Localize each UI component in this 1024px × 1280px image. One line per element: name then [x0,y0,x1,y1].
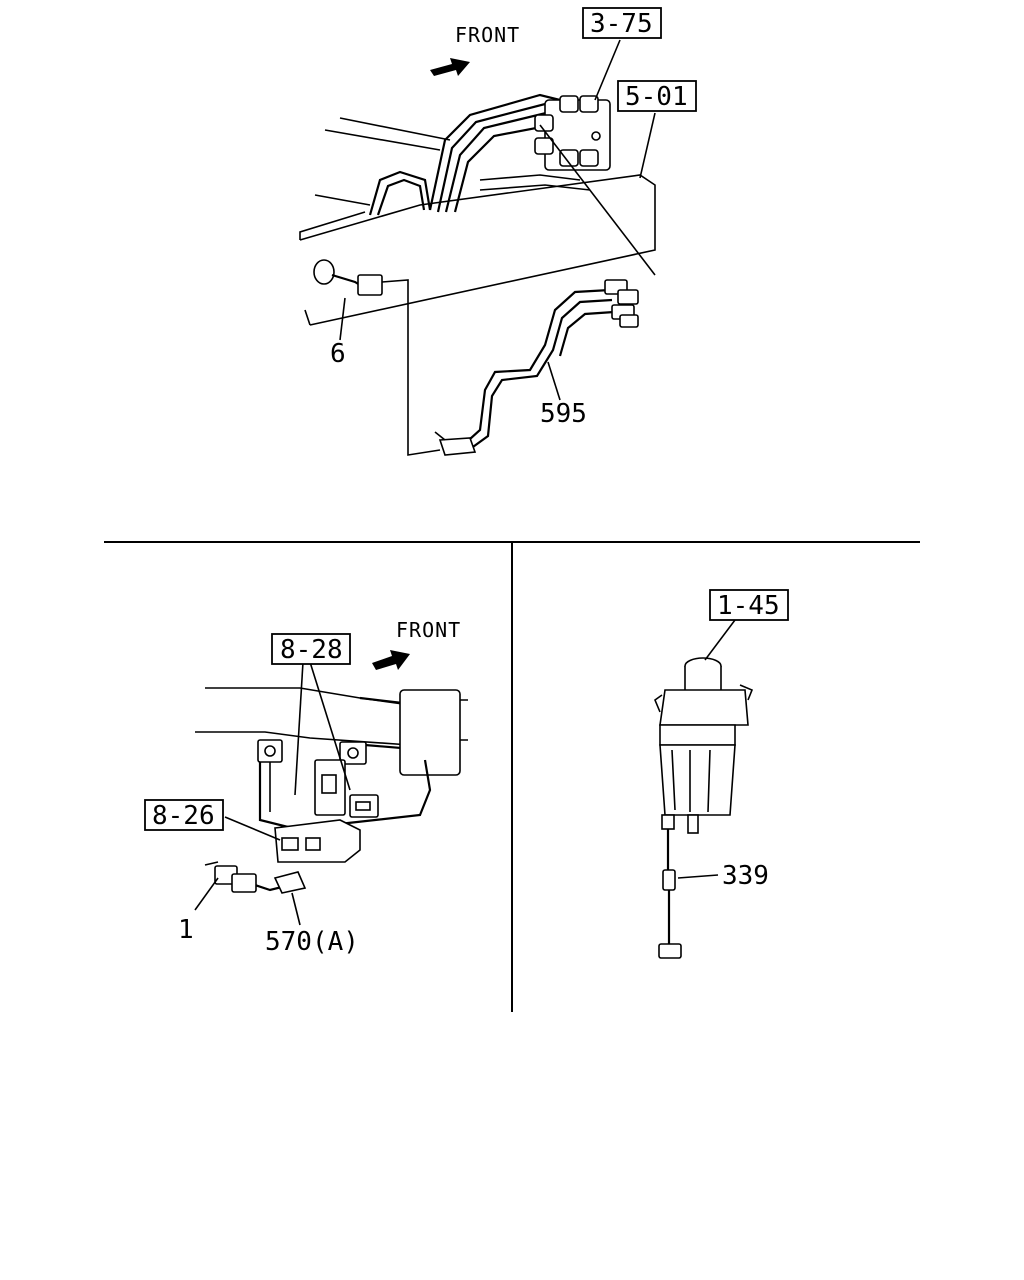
ref-box-8-26 [144,799,224,831]
control-unit [274,819,361,863]
ref-label-1-45: 1-45 [717,591,780,621]
bottom-left-view: FRONT 8-28 8-26 1 570(A) [144,618,468,957]
part-number-339: 339 [722,861,769,891]
front-arrow-icon [430,58,470,76]
ref-box-5-01 [617,80,697,112]
harness-595 [434,279,639,456]
ref-box-3-75 [582,7,662,39]
part-number-6: 6 [330,339,346,369]
top-view: FRONT 3-75 5-01 6 595 [299,7,697,456]
part-number-570a: 570(A) [265,927,359,957]
ref-label-5-01: 5-01 [625,82,688,112]
front-label-top: FRONT [455,23,520,47]
ref-label-3-75: 3-75 [590,9,653,39]
front-label-bottom-left: FRONT [396,618,461,642]
ref-label-8-26: 8-26 [152,801,215,831]
ref-box-1-45 [709,589,789,621]
part-number-595: 595 [540,399,587,429]
part-number-1: 1 [178,915,194,945]
frame-rail [299,174,656,326]
sensor-6 [313,259,441,456]
bottom-right-view: 1-45 339 [654,589,789,959]
front-arrow-icon [372,650,410,670]
ref-box-8-28 [271,633,351,665]
ref-label-8-28: 8-28 [280,635,343,665]
